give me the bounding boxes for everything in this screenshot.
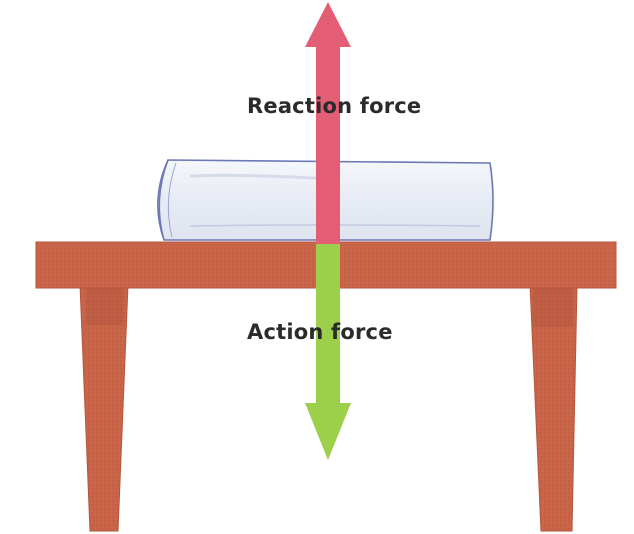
table-leg-right-shadow [533,285,573,327]
action-force-label: Action force [247,320,393,344]
table-leg-left-shadow [86,285,124,325]
reaction-force-label: Reaction force [247,94,421,118]
